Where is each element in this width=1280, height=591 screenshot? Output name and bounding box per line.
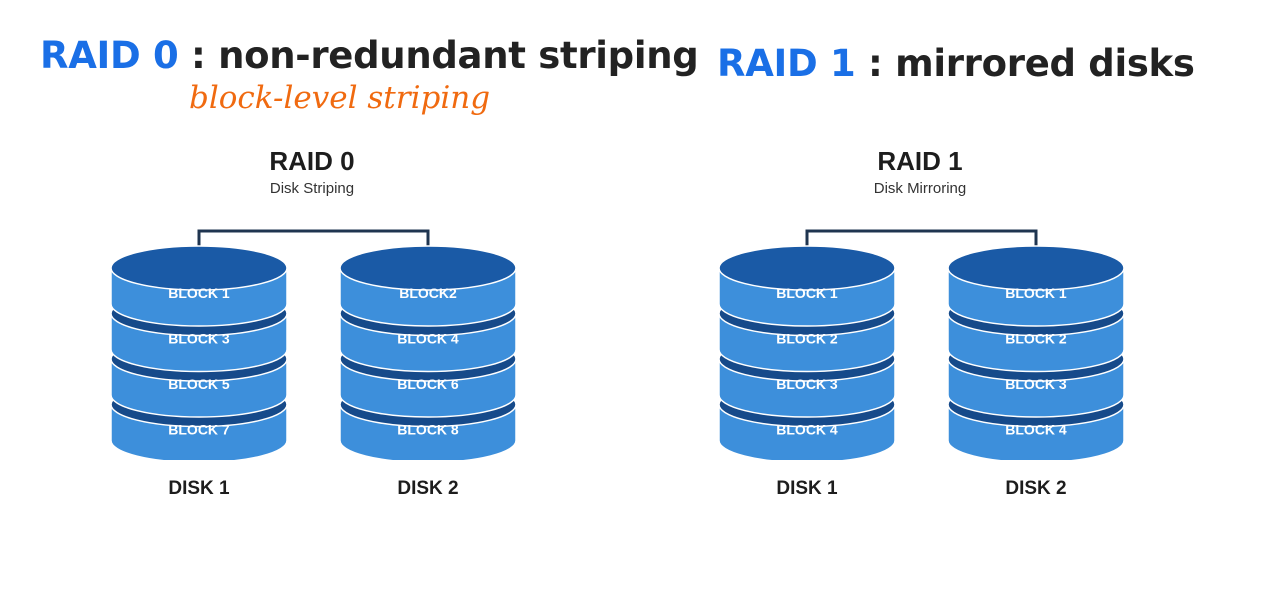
disk-block-segment: BLOCK2 <box>339 245 517 327</box>
raid1-heading: RAID 1 : mirrored disks <box>717 42 1195 85</box>
raid1-disk-2-label: DISK 2 <box>1005 478 1067 499</box>
disk-1-stack: BLOCK 4 BLOCK 3 BLOCK 2 BLOCK 1 <box>718 245 896 460</box>
raid0-disk-1-label: DISK 1 <box>168 478 230 499</box>
disk-block-label: BLOCK 6 <box>397 376 459 392</box>
raid1-heading-name: RAID 1 <box>717 42 856 85</box>
disk-2-stack: BLOCK 4 BLOCK 3 BLOCK 2 BLOCK 1 <box>947 245 1125 460</box>
raid0-disk-2-label: DISK 2 <box>397 478 459 499</box>
disk-block-label: BLOCK 1 <box>1005 285 1067 301</box>
disk-block-label: BLOCK 4 <box>776 422 838 438</box>
raid0-heading-description: : non-redundant striping <box>178 34 699 77</box>
disk-block-label: BLOCK 8 <box>397 422 459 438</box>
disk-block-label: BLOCK 1 <box>168 285 230 301</box>
disk-block-label: BLOCK 3 <box>168 331 230 347</box>
block-level-striping-annotation: block-level striping <box>189 80 491 116</box>
raid0-diagram-title: RAID 0 <box>269 146 355 176</box>
disk-block-segment: BLOCK 1 <box>110 245 288 327</box>
raid1-heading-description: : mirrored disks <box>855 42 1195 85</box>
disk-block-label: BLOCK 3 <box>1005 376 1067 392</box>
raid1-diagram-title: RAID 1 <box>877 146 963 176</box>
disk-block-label: BLOCK 4 <box>1005 422 1067 438</box>
disk-block-label: BLOCK 2 <box>1005 331 1067 347</box>
disk-block-label: BLOCK 3 <box>776 376 838 392</box>
disk-block-segment: BLOCK 1 <box>947 245 1125 327</box>
disk-block-label: BLOCK 1 <box>776 285 838 301</box>
raid1-diagram-subtitle: Disk Mirroring <box>873 180 967 197</box>
disk-block-label: BLOCK2 <box>399 285 457 301</box>
disk-block-label: BLOCK 4 <box>397 331 459 347</box>
disk-block-segment: BLOCK 1 <box>718 245 896 327</box>
raid1-disk-1-label: DISK 1 <box>776 478 838 499</box>
disk-block-label: BLOCK 2 <box>776 331 838 347</box>
raid0-heading: RAID 0 : non-redundant striping <box>40 34 699 77</box>
raid0-heading-name: RAID 0 <box>40 34 179 77</box>
raid0-diagram-subtitle: Disk Striping <box>269 180 355 197</box>
disk-1-stack: BLOCK 7 BLOCK 5 BLOCK 3 BLOCK 1 <box>110 245 288 460</box>
disk-2-stack: BLOCK 8 BLOCK 6 BLOCK 4 BLOCK2 <box>339 245 517 460</box>
disk-block-label: BLOCK 5 <box>168 376 230 392</box>
disk-block-label: BLOCK 7 <box>168 422 230 438</box>
